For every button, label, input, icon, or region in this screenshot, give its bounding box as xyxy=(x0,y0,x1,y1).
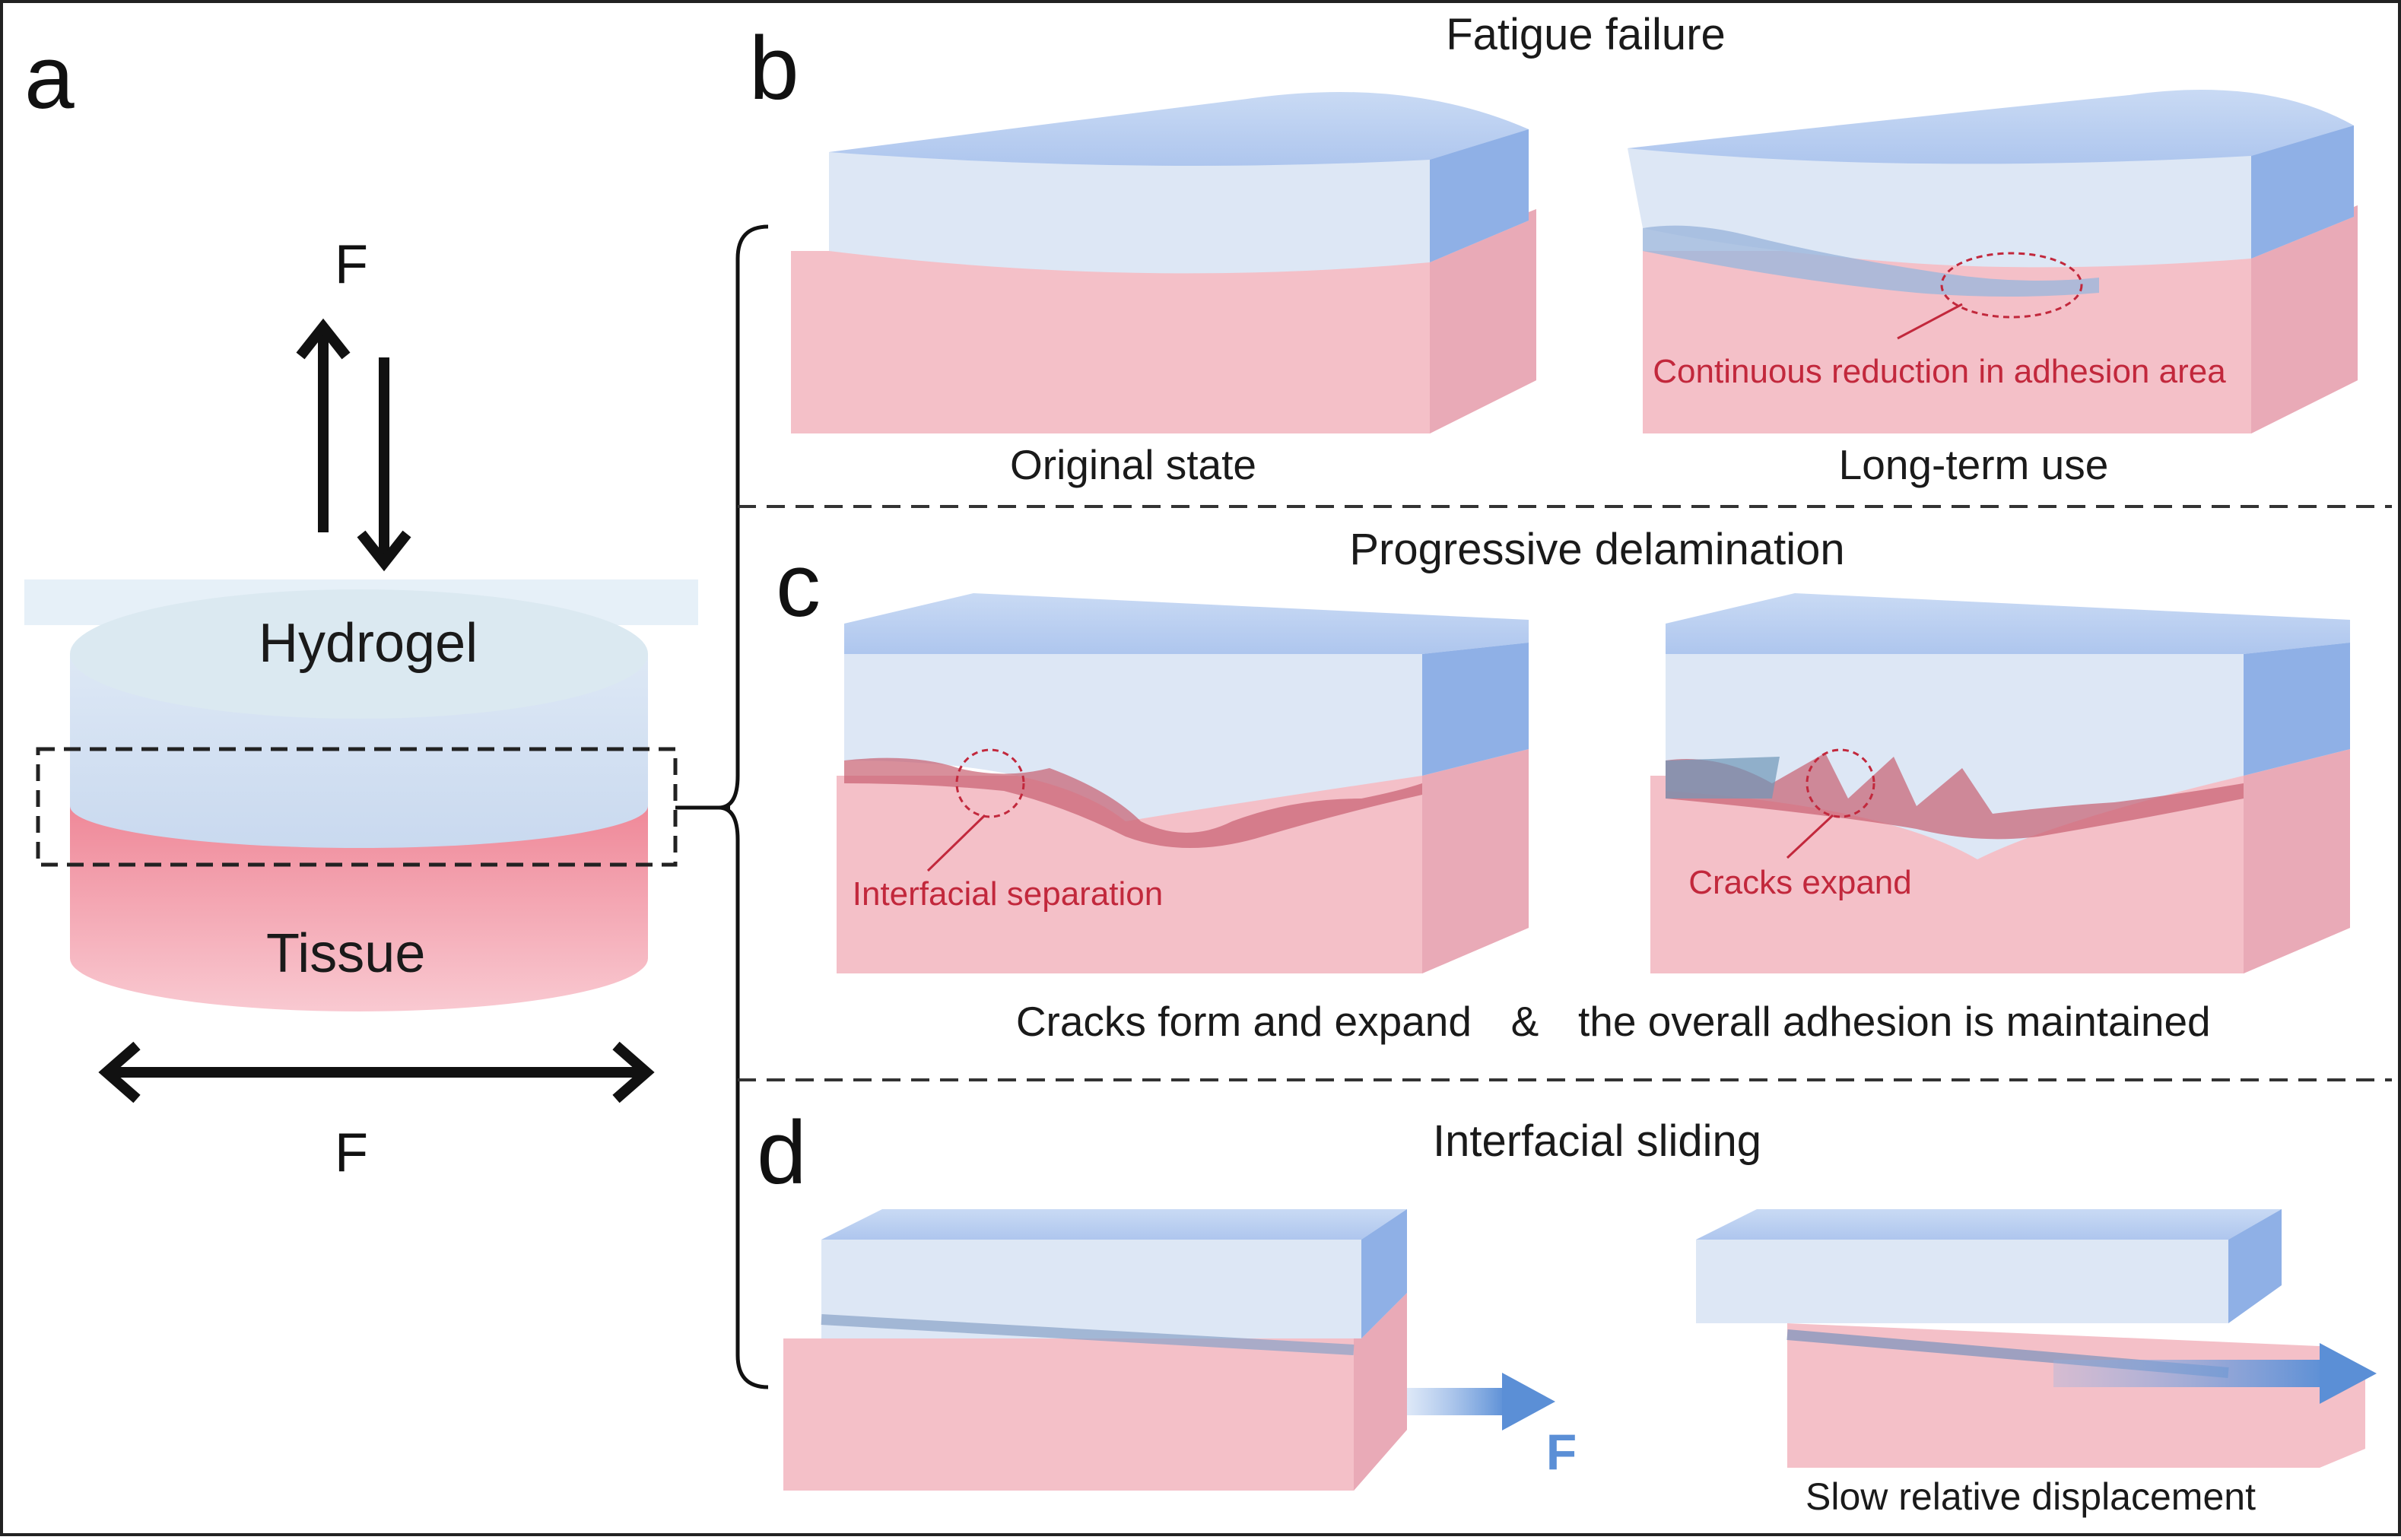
block-interfacial-separation xyxy=(837,593,1529,973)
hydrogel-top xyxy=(821,1209,1407,1240)
force-arrow-icon xyxy=(1407,1373,1555,1430)
panel-c: c Progressive delamination Interfacial s… xyxy=(776,525,2350,1045)
caption-long-term-use: Long-term use xyxy=(1839,441,2109,488)
panel-a: a F Hydrogel Tissue xyxy=(24,27,698,1183)
panel-d: d Interfacial sliding F xyxy=(757,1103,2377,1518)
block-original-state xyxy=(791,92,1536,433)
bracket-connector xyxy=(675,224,769,1389)
block-sliding-left xyxy=(783,1209,1555,1491)
caption-original-state: Original state xyxy=(1010,441,1256,488)
annotation-cracks-expand: Cracks expand xyxy=(1688,864,1911,901)
hydrogel-block-side xyxy=(1422,643,1529,776)
hydrogel-block-side xyxy=(2244,643,2350,776)
detached-interface xyxy=(1643,225,2099,297)
tissue-label: Tissue xyxy=(266,923,425,984)
force-label-sliding: F xyxy=(1546,1424,1577,1480)
crack-marker xyxy=(1806,748,1875,818)
caption-ampersand: & xyxy=(1511,998,1539,1045)
separation-marker xyxy=(955,748,1025,818)
hydrogel-block-side xyxy=(2251,125,2354,259)
cylinder-diagram: Hydrogel Tissue xyxy=(24,579,698,1011)
hydrogel-block xyxy=(1696,1209,2282,1323)
displacement-arrow-icon xyxy=(2053,1343,2377,1404)
tissue-block-side xyxy=(2244,749,2350,973)
panel-b-title: Fatigue failure xyxy=(1446,10,1726,59)
crack-region xyxy=(844,757,1422,848)
annotation-pointer xyxy=(926,814,986,872)
hydrogel-block-side xyxy=(1361,1209,1407,1338)
tissue-block xyxy=(1787,1323,2365,1468)
hydrogel-top xyxy=(1696,1209,2282,1240)
force-label-bottom: F xyxy=(335,1122,368,1183)
block-long-term-use xyxy=(1628,90,2358,433)
hydrogel-block xyxy=(821,1209,1407,1338)
adhesion-loss-marker xyxy=(1940,252,2083,319)
panel-b-letter: b xyxy=(749,18,799,119)
interface-highlight-box xyxy=(36,747,678,867)
annotation-adhesion-reduction: Continuous reduction in adhesion area xyxy=(1653,353,2226,390)
block-cracks-expand xyxy=(1650,593,2350,973)
delaminated-zone xyxy=(1666,757,1780,799)
hydrogel-top xyxy=(1628,90,2354,164)
tissue-block-side xyxy=(2251,205,2358,433)
panel-b: b Fatigue failure Original state Continu… xyxy=(749,10,2358,488)
hydrogel-top xyxy=(70,589,648,719)
hydrogel-top xyxy=(844,593,1529,654)
down-arrow-icon xyxy=(357,357,411,572)
hydrogel-block-side xyxy=(2228,1209,2282,1323)
panel-c-letter: c xyxy=(776,535,821,636)
hydrogel-block-side xyxy=(1430,129,1529,262)
caption-adhesion-maintained: the overall adhesion is maintained xyxy=(1578,998,2211,1045)
annotation-pointer xyxy=(1786,814,1834,859)
hydrogel-label: Hydrogel xyxy=(259,613,478,674)
caption-cracks-form: Cracks form and expand xyxy=(1016,998,1472,1045)
hydrogel-block xyxy=(844,643,1529,821)
up-arrow-icon xyxy=(296,318,351,532)
tissue-cylinder xyxy=(70,806,648,1011)
tissue-block-side xyxy=(1422,749,1529,973)
panel-d-title: Interfacial sliding xyxy=(1433,1116,1761,1166)
double-arrow-icon xyxy=(98,1041,655,1103)
crack-region xyxy=(1666,753,2244,840)
tissue-block-side xyxy=(1430,209,1536,433)
caption-slow-displacement: Slow relative displacement xyxy=(1806,1475,2256,1518)
panel-d-letter: d xyxy=(757,1103,807,1203)
hydrogel-top xyxy=(829,92,1529,166)
panel-a-letter: a xyxy=(24,27,75,128)
hydrogel-top xyxy=(1666,593,2350,654)
block-sliding-right xyxy=(1696,1209,2377,1468)
annotation-pointer xyxy=(1897,303,1963,340)
sliding-interface xyxy=(821,1314,1355,1355)
annotation-interfacial-separation: Interfacial separation xyxy=(853,875,1163,913)
panel-c-title: Progressive delamination xyxy=(1349,525,1844,574)
tissue-block-side xyxy=(1354,1293,1407,1491)
force-label-top: F xyxy=(335,234,368,295)
